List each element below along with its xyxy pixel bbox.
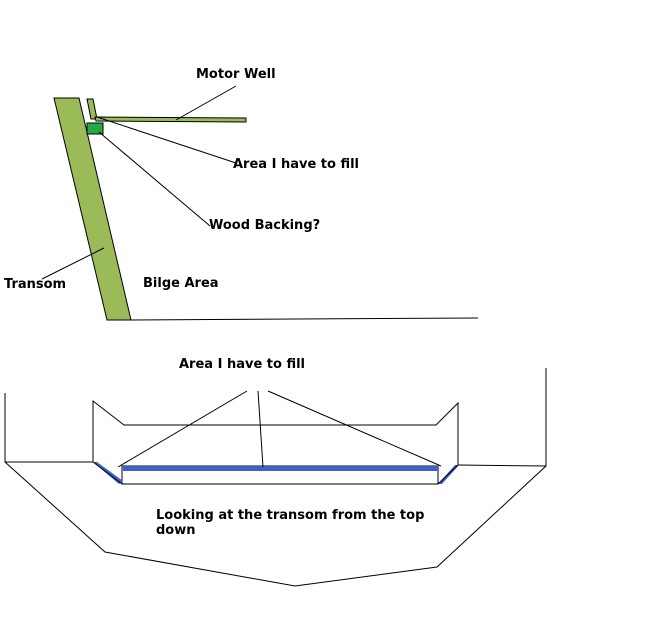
area-fill-side-leader xyxy=(96,116,237,164)
area-fill-side-label: Area I have to fill xyxy=(233,157,360,172)
bilge-floor-line xyxy=(130,317,479,321)
top-view xyxy=(4,368,547,587)
wood-backing-label: Wood Backing? xyxy=(209,218,321,233)
area-fill-top-leader-left xyxy=(117,390,248,468)
area-fill-top-leader-right xyxy=(267,390,442,467)
motor-well-shelf xyxy=(94,116,247,123)
left-corner-edge xyxy=(92,461,123,485)
right-corner-edge xyxy=(437,464,459,485)
area-fill-top-leader-center xyxy=(257,390,264,468)
wood-backing-block xyxy=(86,122,104,135)
area-fill-top-label: Area I have to fill xyxy=(179,357,306,372)
bilge-area-label: Bilge Area xyxy=(143,276,219,291)
fill-area-strip xyxy=(123,466,438,471)
motor-well-label: Motor Well xyxy=(196,67,276,82)
top-down-caption: Looking at the transom from the top down xyxy=(156,508,425,538)
motor-well-wall xyxy=(86,98,98,120)
side-view xyxy=(41,85,479,321)
motor-well-leader xyxy=(175,85,237,121)
transom-label: Transom xyxy=(4,277,67,292)
wood-backing-leader xyxy=(98,131,211,227)
transom-leader xyxy=(41,247,105,280)
motor-well-outline xyxy=(92,399,459,465)
right-gunwale-line xyxy=(457,464,547,467)
